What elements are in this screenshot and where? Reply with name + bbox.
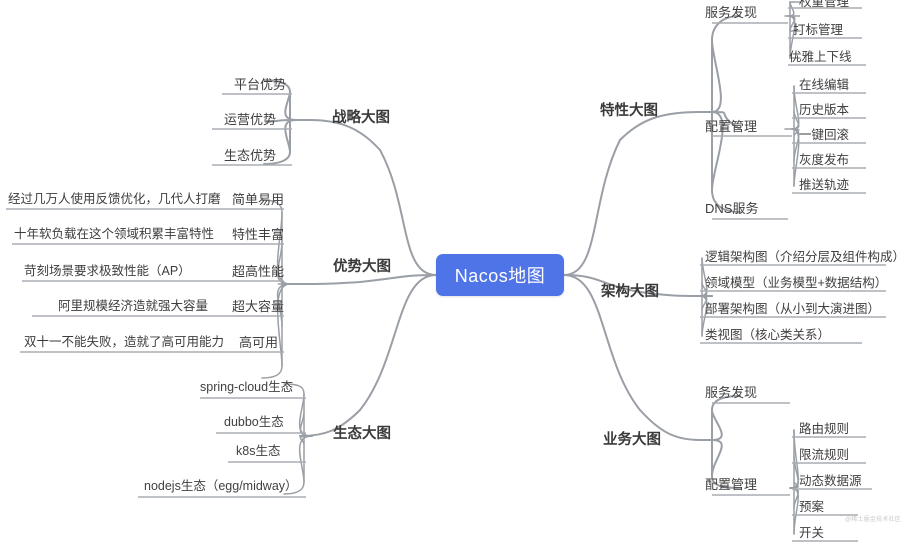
topic-business-0[interactable]: 服务发现 [705,385,758,400]
topic-advantage-0[interactable]: 简单易用 [232,192,285,207]
branch-architecture-label[interactable]: 架构大图 [601,284,659,300]
detail-advantage-2[interactable]: 苛刻场景要求极致性能（AP） [24,264,191,278]
leaf-business-config-0[interactable]: 路由规则 [799,422,850,436]
leaf-feature-discovery-1[interactable]: 打标管理 [793,23,844,37]
topic-ecosystem-3[interactable]: nodejs生态（egg/midway） [144,479,298,493]
leaf-feature-config-3[interactable]: 灰度发布 [799,153,850,167]
leaf-business-config-4[interactable]: 开关 [799,526,825,540]
topic-ecosystem-2[interactable]: k8s生态 [236,444,281,458]
leaf-architecture-2[interactable]: 部署架构图（从小到大演进图） [705,302,881,316]
leaf-feature-config-0[interactable]: 在线编辑 [799,78,850,92]
leaf-architecture-1[interactable]: 领域模型（业务模型+数据结构） [705,276,888,290]
branch-feature-label[interactable]: 特性大图 [600,103,658,119]
topic-strategy-2[interactable]: 生态优势 [224,148,277,163]
branch-ecosystem-label[interactable]: 生态大图 [333,426,391,442]
detail-advantage-3[interactable]: 阿里规模经济造就强大容量 [58,299,209,313]
leaf-architecture-3[interactable]: 类视图（核心类关系） [705,328,831,342]
branch-advantage-label[interactable]: 优势大图 [333,259,391,275]
topic-feature-0[interactable]: 服务发现 [705,5,758,20]
leaf-business-config-2[interactable]: 动态数据源 [799,474,862,488]
branch-business-label[interactable]: 业务大图 [603,432,661,448]
leaf-feature-discovery-0[interactable]: 权重管理 [799,0,850,9]
root-node[interactable]: Nacos地图 [436,254,564,296]
branch-strategy-label[interactable]: 战略大图 [332,110,390,126]
topic-advantage-3[interactable]: 超大容量 [232,299,285,314]
topic-feature-2[interactable]: DNS服务 [705,201,759,216]
detail-advantage-0[interactable]: 经过几万人使用反馈优化，几代人打磨 [8,192,221,206]
leaf-feature-discovery-2[interactable]: 优雅上下线 [789,50,852,64]
topic-ecosystem-0[interactable]: spring-cloud生态 [200,380,294,394]
leaf-business-config-1[interactable]: 限流规则 [799,448,850,462]
leaf-feature-config-2[interactable]: 一键回滚 [799,128,850,142]
topic-feature-1[interactable]: 配置管理 [705,119,758,134]
detail-advantage-4[interactable]: 双十一不能失败，造就了高可用能力 [24,335,225,349]
detail-advantage-1[interactable]: 十年软负载在这个领域积累丰富特性 [14,227,215,241]
topic-advantage-4[interactable]: 高可用 [239,335,279,350]
leaf-feature-config-1[interactable]: 历史版本 [799,103,850,117]
topic-strategy-0[interactable]: 平台优势 [234,77,287,92]
topic-ecosystem-1[interactable]: dubbo生态 [224,415,284,429]
topic-advantage-2[interactable]: 超高性能 [232,264,285,279]
leaf-business-config-3[interactable]: 预案 [799,500,825,514]
topic-business-1[interactable]: 配置管理 [705,477,758,492]
leaf-feature-config-4[interactable]: 推送轨迹 [799,178,850,192]
root-node-label: Nacos地图 [454,266,546,286]
watermark: @稀土掘金技术社区 [845,517,901,523]
leaf-architecture-0[interactable]: 逻辑架构图（介绍分层及组件构成） [705,250,906,264]
topic-strategy-1[interactable]: 运营优势 [224,112,277,127]
topic-advantage-1[interactable]: 特性丰富 [232,227,285,242]
